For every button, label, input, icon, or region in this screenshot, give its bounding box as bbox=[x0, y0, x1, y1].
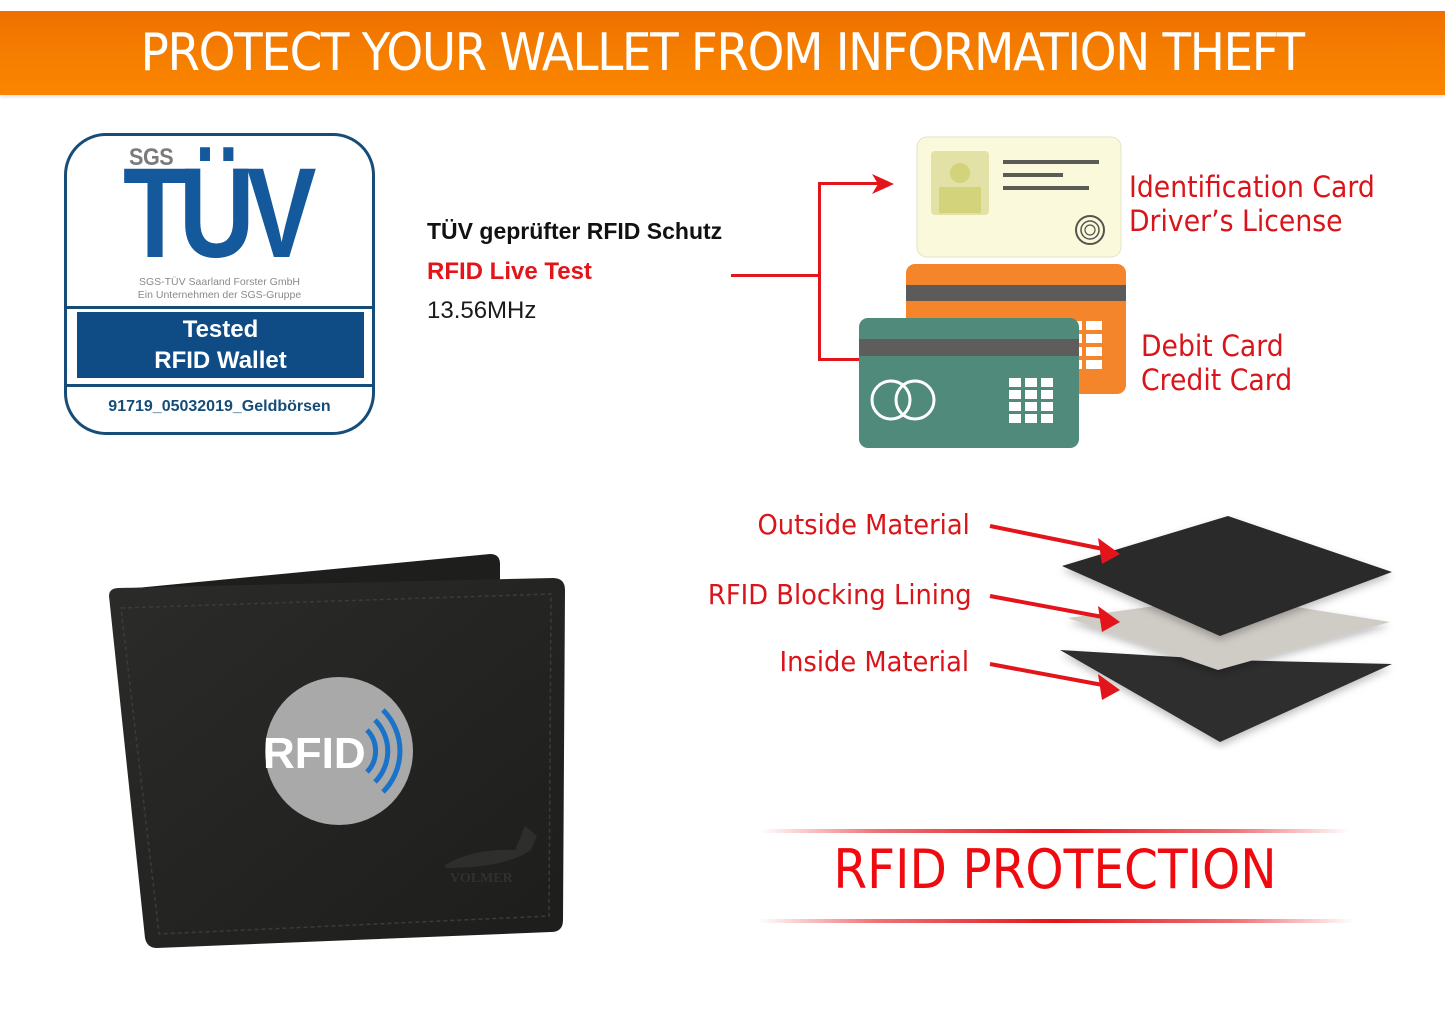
connector-line-vertical bbox=[818, 182, 821, 360]
debit-card-label: Debit Card bbox=[1141, 329, 1284, 363]
rfid-test-info: TÜV geprüfter RFID Schutz RFID Live Test… bbox=[427, 218, 722, 325]
frequency-label: 13.56MHz bbox=[427, 297, 537, 324]
rfid-blocking-lining-label: RFID Blocking Lining bbox=[708, 578, 972, 611]
material-layers-diagram bbox=[989, 516, 1392, 742]
connector-line-top bbox=[818, 182, 878, 185]
tuv-certification-badge: SGS TÜV SGS-TÜV Saarland Forster GmbH Ei… bbox=[64, 133, 375, 435]
rfid-logo: RFID bbox=[263, 677, 413, 825]
badge-divider-top bbox=[67, 306, 372, 309]
inside-material-layer bbox=[1060, 650, 1392, 742]
banner-title: PROTECT YOUR WALLET FROM INFORMATION THE… bbox=[140, 23, 1305, 83]
brand-emboss-logo: VOLMER bbox=[445, 826, 537, 886]
svg-text:VOLMER: VOLMER bbox=[450, 871, 514, 886]
connector-line-horizontal bbox=[731, 274, 821, 277]
badge-divider-bottom bbox=[67, 384, 372, 387]
bank-card-label: Debit Card Credit Card bbox=[1141, 329, 1292, 397]
header-banner: PROTECT YOUR WALLET FROM INFORMATION THE… bbox=[0, 11, 1445, 95]
badge-certificate-code: 91719_05032019_Geldbörsen bbox=[108, 398, 331, 415]
rfid-logo-text: RFID bbox=[263, 729, 366, 778]
badge-rfid-wallet-label: RFID Wallet bbox=[154, 347, 287, 374]
protection-divider-top bbox=[760, 829, 1350, 833]
sgs-logo-text: SGS bbox=[129, 144, 174, 171]
rfid-lining-layer bbox=[1068, 596, 1390, 670]
id-card-label: Identification Card Driver’s License bbox=[1129, 170, 1375, 238]
badge-company-line2: Ein Unternehmen der SGS-Gruppe bbox=[137, 289, 302, 301]
identification-card-label: Identification Card bbox=[1129, 170, 1375, 204]
wallet-image: RFID VOLMER bbox=[109, 554, 565, 948]
connector-line-bottom bbox=[818, 358, 878, 361]
id-card-icon bbox=[916, 136, 1122, 258]
tuv-logo-text: TÜV bbox=[123, 142, 317, 285]
protection-divider-bottom bbox=[757, 919, 1355, 923]
inside-material-label: Inside Material bbox=[779, 645, 969, 678]
badge-tested-label: Tested bbox=[182, 316, 259, 343]
outside-material-layer bbox=[1062, 516, 1392, 636]
arrow-right-icon bbox=[872, 174, 894, 194]
rfid-protection-title: RFID PROTECTION bbox=[833, 838, 1277, 901]
credit-card-label: Credit Card bbox=[1141, 363, 1293, 397]
badge-tested-box: Tested RFID Wallet bbox=[77, 312, 364, 378]
credit-card-icon bbox=[859, 318, 1079, 448]
live-test-label: RFID Live Test bbox=[427, 258, 592, 285]
badge-company-line1: SGS-TÜV Saarland Forster GmbH bbox=[138, 276, 301, 288]
outside-material-label: Outside Material bbox=[757, 508, 970, 541]
tested-protection-label: TÜV geprüfter RFID Schutz bbox=[427, 218, 723, 244]
drivers-license-label: Driver’s License bbox=[1129, 204, 1343, 238]
